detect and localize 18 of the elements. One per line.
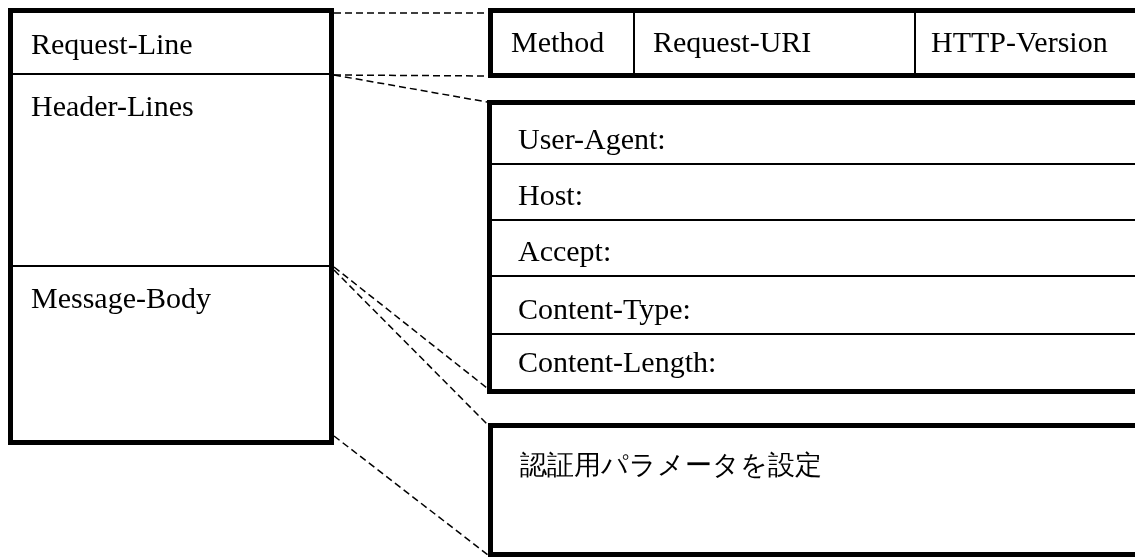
- body-box: 認証用パラメータを設定: [488, 423, 1135, 557]
- header-field-row: Content-Type:: [492, 277, 1135, 335]
- message-section: Header-Lines: [13, 75, 334, 267]
- connector-line: [333, 269, 489, 426]
- header-field-row: Host:: [492, 165, 1135, 221]
- header-field-row: Accept:: [492, 221, 1135, 277]
- request-line-field: Request-URI: [635, 13, 916, 73]
- request-line-field: HTTP-Version: [916, 13, 1135, 73]
- header-box: [487, 100, 1135, 394]
- request-line-field: Method: [493, 13, 635, 73]
- connector-line: [333, 74, 488, 103]
- connector-line: [333, 266, 488, 389]
- connector-line: [333, 435, 489, 556]
- message-section: Request-Line: [13, 13, 334, 75]
- message-section: Message-Body: [13, 267, 334, 440]
- message-box: [8, 8, 334, 445]
- header-field-row: User-Agent:: [492, 105, 1135, 165]
- header-field-row: Content-Length:: [492, 335, 1135, 389]
